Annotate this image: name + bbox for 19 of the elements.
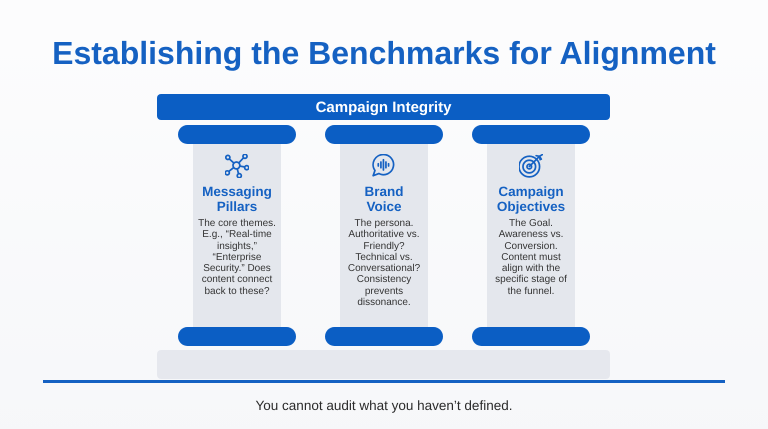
roof-beam: Campaign Integrity bbox=[157, 94, 610, 120]
pillar-heading: Messaging Pillars bbox=[201, 184, 273, 214]
pillar-capital bbox=[325, 125, 443, 144]
pillar-shaft bbox=[193, 144, 281, 328]
foundation-slab bbox=[157, 350, 610, 379]
pillar-description: The persona. Authoritative vs. Friendly? Technical vs. Conversational? Consistency prevents dissonance. bbox=[346, 218, 422, 308]
caption: You cannot audit what you haven’t defined. bbox=[254, 397, 514, 415]
pillar-shaft bbox=[340, 144, 428, 328]
pillar-description: The Goal. Awareness vs. Conversion. Content must align with the specific stage of the funnel. bbox=[494, 218, 568, 298]
pillar-base bbox=[325, 327, 443, 346]
pillar-description: The core themes. E.g., “Real-time insights,” “Enterprise Security.” Does content connect back to these? bbox=[197, 218, 277, 298]
pillar-capital bbox=[178, 125, 296, 144]
title: Establishing the Benchmarks for Alignment bbox=[51, 35, 717, 71]
pillar-base bbox=[472, 327, 590, 346]
pillar-shaft bbox=[487, 144, 575, 328]
pillar-heading: Campaign Objectives bbox=[496, 184, 566, 214]
pillar-base bbox=[178, 327, 296, 346]
pillar-capital bbox=[472, 125, 590, 144]
pillar-heading: Brand Voice bbox=[363, 184, 404, 214]
